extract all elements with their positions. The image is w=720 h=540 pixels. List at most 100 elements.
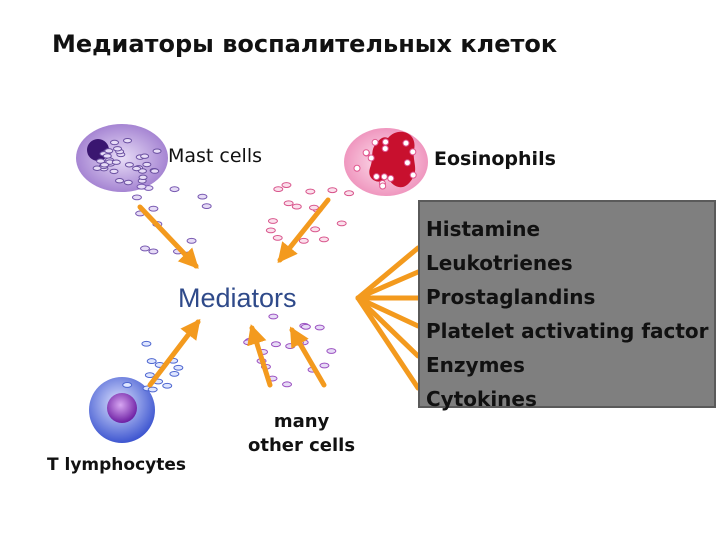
eosinophil-icon	[344, 128, 428, 196]
granule	[147, 386, 158, 393]
granule	[300, 323, 311, 330]
granule	[353, 164, 361, 172]
granule	[186, 237, 197, 244]
granule	[344, 190, 355, 197]
granule	[96, 158, 106, 164]
granule	[140, 245, 151, 252]
mediator-item: Histamine	[426, 217, 541, 241]
granule	[109, 168, 119, 175]
granule	[268, 313, 279, 320]
granule	[142, 161, 152, 168]
granule	[382, 138, 390, 146]
mediator-item: Platelet activating factor	[426, 319, 709, 343]
granule	[270, 341, 281, 348]
granule	[267, 218, 278, 224]
granule	[379, 182, 387, 190]
granule	[100, 162, 110, 168]
granule	[104, 148, 114, 154]
granule	[123, 179, 133, 186]
granule	[314, 324, 325, 331]
mediators-label: Mediators	[178, 283, 297, 313]
granule	[305, 188, 316, 195]
granule	[319, 362, 330, 369]
granule	[123, 137, 133, 144]
granule	[122, 382, 133, 388]
granule	[124, 162, 134, 168]
granule	[150, 168, 160, 174]
granule	[372, 173, 380, 181]
arrow-from-t-lymphocytes	[147, 318, 201, 388]
granule	[152, 148, 162, 154]
arrow-from-other-cells-1	[247, 324, 273, 388]
eosinophil-granules	[353, 138, 417, 190]
granule	[162, 382, 173, 389]
granule	[336, 220, 347, 227]
granule	[201, 203, 212, 210]
granule	[132, 165, 142, 172]
granule	[272, 234, 283, 241]
granule	[146, 358, 157, 364]
granule	[148, 205, 159, 212]
granule	[409, 148, 417, 156]
mediator-item: Leukotrienes	[426, 251, 573, 275]
granule	[403, 159, 411, 167]
arrow-from-mast-cells	[137, 204, 199, 269]
granule	[265, 227, 276, 234]
granule	[144, 372, 155, 379]
granule	[291, 203, 302, 210]
granule	[318, 236, 329, 243]
arrow-from-eosinophils	[277, 197, 331, 264]
granule	[169, 186, 180, 193]
granule	[115, 178, 125, 184]
granule	[197, 193, 208, 200]
granule	[298, 237, 309, 244]
granule	[409, 171, 417, 179]
granule	[283, 200, 294, 207]
granule	[113, 146, 123, 152]
granule	[138, 174, 148, 181]
mediator-item: Cytokines	[426, 387, 537, 411]
granule	[148, 248, 159, 255]
arrows-to-mediators	[137, 197, 331, 388]
page-title: Медиаторы воспалительных клеток	[52, 30, 558, 58]
mediators-list-box: Histamine Leukotrienes Prostaglandins Pl…	[418, 200, 716, 411]
granule	[326, 348, 337, 354]
granule	[110, 139, 120, 146]
granule	[327, 187, 338, 194]
granule	[380, 173, 388, 181]
mediator-item: Prostaglandins	[426, 285, 596, 309]
mast-cell-icon	[76, 124, 168, 192]
granule	[285, 343, 296, 349]
other-cells-label: many other cells	[248, 410, 355, 458]
granule	[111, 159, 121, 165]
granule	[387, 174, 395, 182]
granule	[402, 139, 410, 147]
granule	[136, 183, 147, 190]
mediator-item: Enzymes	[426, 353, 525, 377]
mast-cells-label: Mast cells	[168, 145, 263, 167]
granule	[173, 364, 184, 371]
granule	[367, 154, 375, 162]
granule	[281, 182, 292, 188]
other-cells-label-line-2: other cells	[248, 435, 356, 456]
granule	[92, 165, 102, 171]
t-lymphocytes-label: T lymphocytes	[47, 455, 187, 475]
t-lymphocyte-icon	[89, 377, 155, 443]
mediators-fan-lines	[355, 245, 421, 391]
granule	[310, 226, 321, 233]
granule	[243, 339, 254, 346]
granule	[273, 186, 284, 193]
granule	[282, 381, 293, 388]
granule	[140, 153, 150, 159]
granule	[308, 204, 319, 211]
mediators-list: Histamine Leukotrienes Prostaglandins Pl…	[420, 202, 714, 416]
eosinophils-label: Eosinophils	[434, 148, 556, 170]
granule	[169, 370, 180, 377]
granule	[141, 340, 152, 347]
mast-granules	[92, 137, 162, 186]
other-cells-label-line-1: many	[273, 411, 330, 432]
granule	[371, 138, 379, 146]
granule	[381, 145, 389, 153]
granule	[102, 153, 112, 159]
